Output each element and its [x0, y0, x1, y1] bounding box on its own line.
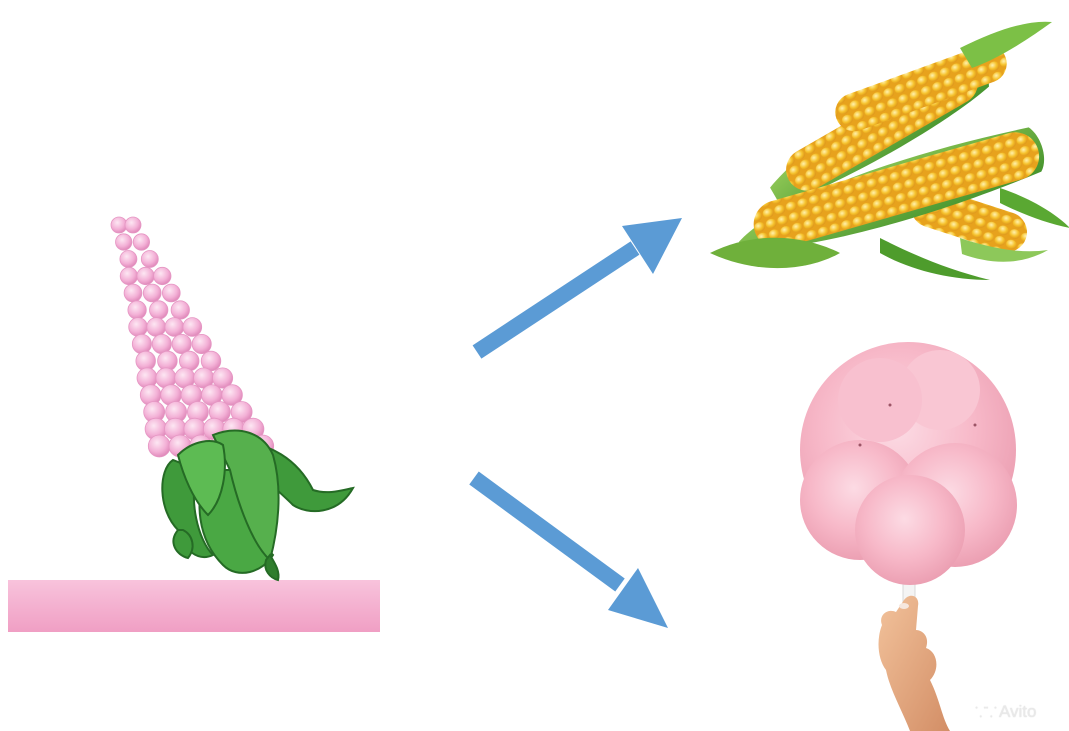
pink-kernel — [183, 318, 202, 337]
pink-kernel — [147, 318, 166, 337]
pink-kernel — [143, 284, 161, 302]
pink-kernel — [172, 334, 191, 353]
pink-kernel — [171, 301, 189, 319]
pink-stripe — [8, 580, 380, 632]
cotton-candy-fluff — [800, 342, 1017, 585]
pink-kernel — [116, 234, 132, 250]
pink-kernel — [150, 301, 168, 319]
pink-kernel — [120, 251, 137, 268]
arrow-down-right — [460, 460, 690, 640]
yellow-corn-photo — [700, 8, 1069, 290]
pink-kernel — [124, 284, 142, 302]
pink-corn-kernels — [111, 217, 274, 457]
green-husk — [162, 431, 353, 580]
pink-kernel — [132, 334, 151, 353]
pink-kernel — [120, 267, 137, 284]
arrow-up-right — [460, 200, 700, 370]
pink-kernel — [192, 334, 211, 353]
pink-kernel — [154, 267, 171, 284]
watermark-text: Avito — [999, 702, 1037, 721]
pink-kernel — [165, 318, 184, 337]
pink-kernel — [148, 435, 170, 457]
avito-watermark: ⸪⸪Avito — [975, 702, 1065, 724]
pink-kernel — [137, 267, 154, 284]
pink-kernel — [111, 217, 127, 233]
pink-kernel — [129, 318, 148, 337]
pink-kernel — [133, 234, 149, 250]
pink-kernel — [162, 284, 180, 302]
pink-kernel — [125, 217, 141, 233]
pink-kernel — [152, 334, 171, 353]
pink-corn-illustration — [8, 170, 380, 632]
pink-kernel — [141, 251, 158, 268]
pink-kernel — [128, 301, 146, 319]
hand — [879, 596, 950, 731]
avito-paw-icon: ⸪⸪ — [975, 704, 996, 720]
cotton-candy-photo — [790, 330, 1069, 731]
